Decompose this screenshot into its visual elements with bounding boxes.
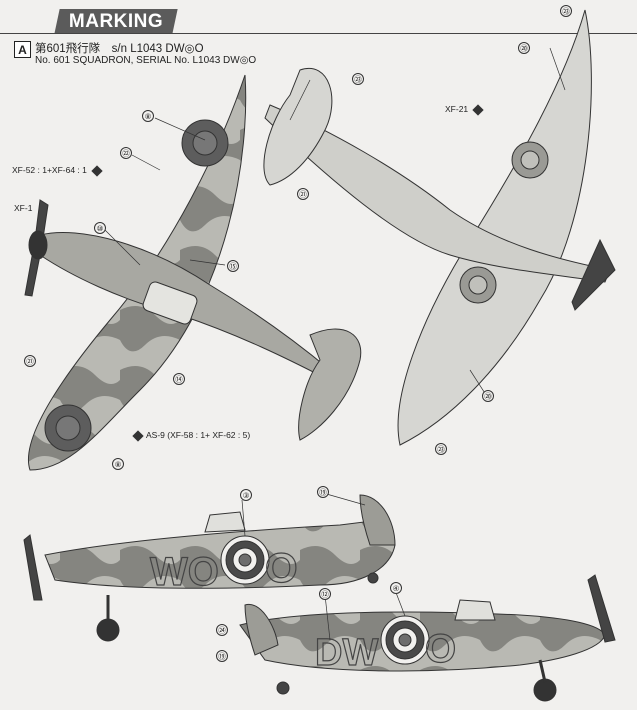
callout-21a: ㉑ [24,355,36,367]
callout-21b: ㉑ [297,188,309,200]
scheme-badge: A [14,41,31,58]
callout-22: ㉒ [120,147,132,159]
paint-callout-as9: AS-9 (XF-58 : 1+ XF-62 : 5) [132,430,250,442]
top-view-spitfire [24,74,362,471]
callout-10: ⑩ [94,222,106,234]
lower-side-code: DW [315,632,378,674]
callout-19a: ⑲ [317,486,329,498]
callout-14: ⑭ [173,373,185,385]
header-rule [0,33,637,34]
paint-callout-xf52: XF-52 : 1+XF-64 : 1 [12,165,105,177]
callout-20b: ⑳ [482,390,494,402]
side-view-lower-spitfire [239,574,616,702]
callout-19b: ⑲ [216,650,228,662]
leader-lines [104,47,566,641]
callout-3: ③ [240,489,252,501]
lower-side-tail-letter: O [425,627,456,671]
paint-callout-xf1: XF-1 [14,203,33,213]
callout-23b: ㉓ [560,5,572,17]
callout-23c: ㉓ [435,443,447,455]
upper-side-code: WO [150,550,219,594]
callout-8a: ⑧ [142,110,154,122]
callout-15: ⑮ [227,260,239,272]
callout-8b: ⑧ [112,458,124,470]
callout-24: ㉔ [216,624,228,636]
underside-view-spitfire [263,9,616,446]
scheme-title-en: No. 601 SQUADRON, SERIAL No. L1043 DW◎O [35,55,257,66]
scheme-title-jp: 第601飛行隊 s/n L1043 DW◎O [35,43,204,55]
callout-4: ④ [390,582,402,594]
upper-side-tail-letter: O [265,544,298,591]
callout-12: ⑫ [319,588,331,600]
callout-20a: ⑳ [518,42,530,54]
callout-23a: ㉓ [352,73,364,85]
paint-callout-xf21: XF-21 [445,104,486,116]
